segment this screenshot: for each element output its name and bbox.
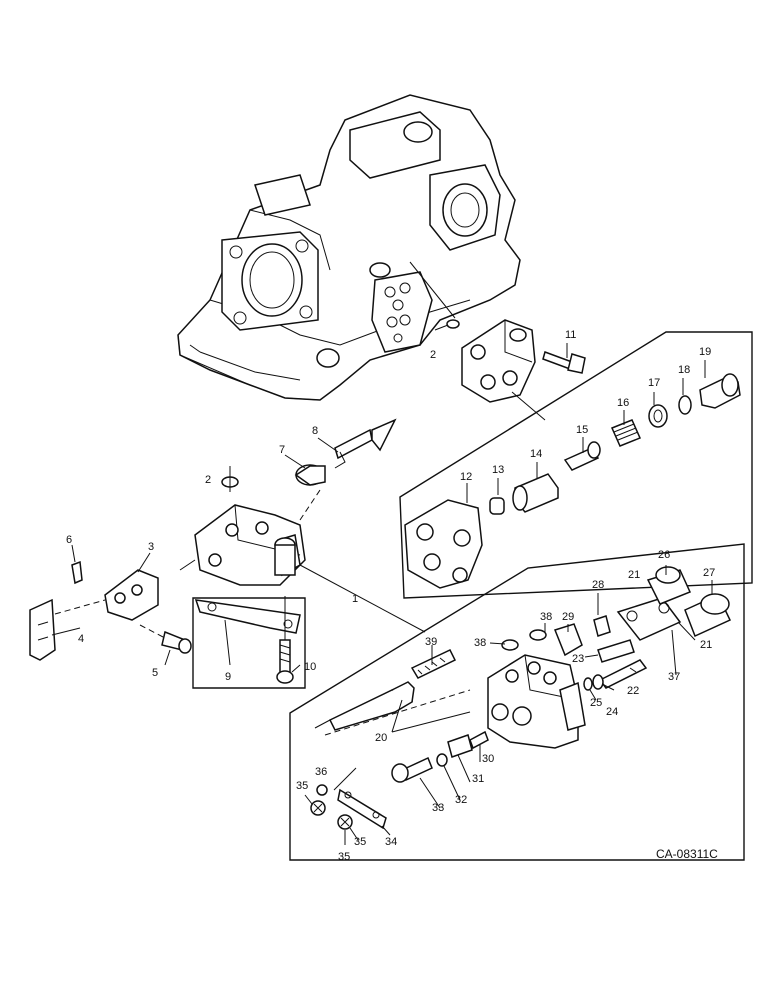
callout-15: 15 [576, 424, 588, 436]
drawing-code: CA-08311C [656, 847, 718, 861]
lower-leaders [51, 437, 713, 845]
callout-25: 25 [590, 697, 602, 709]
panel-frame-upper [399, 331, 753, 599]
callout-35-bottom: 35 [338, 851, 350, 863]
callout-37: 37 [668, 671, 680, 683]
callout-32: 32 [455, 794, 467, 806]
callout-31: 31 [472, 773, 484, 785]
callout-5: 5 [152, 667, 158, 679]
inset-frame-9 [192, 597, 306, 689]
callout-23: 23 [572, 653, 584, 665]
callout-1: 1 [352, 593, 358, 605]
callout-17: 17 [648, 377, 660, 389]
callout-21-bottom: 21 [700, 639, 712, 651]
callout-35-left: 35 [296, 780, 308, 792]
upper-panel-parts [404, 373, 741, 589]
callout-8: 8 [312, 425, 318, 437]
callout-16: 16 [617, 397, 629, 409]
lower-panel-parts [310, 566, 732, 830]
callout-20: 20 [375, 732, 387, 744]
o-ring-2-upper [446, 319, 460, 329]
callout-2-left: 2 [205, 474, 211, 486]
plate-9-and-bolt-10 [194, 537, 301, 684]
control-valve-left [29, 418, 397, 661]
callout-4: 4 [78, 633, 84, 645]
callout-28: 28 [592, 579, 604, 591]
callout-38-right: 38 [540, 611, 552, 623]
callout-12: 12 [460, 471, 472, 483]
panel-frame-lower [289, 543, 745, 861]
bolt-11 [542, 351, 586, 374]
callout-27: 27 [703, 567, 715, 579]
callout-6: 6 [66, 534, 72, 546]
callout-39: 39 [425, 636, 437, 648]
callout-10: 10 [304, 661, 316, 673]
callout-34: 34 [385, 836, 397, 848]
callout-24: 24 [606, 706, 618, 718]
main-housing [177, 94, 521, 401]
callout-38-left: 38 [474, 637, 486, 649]
callout-11: 11 [565, 329, 576, 341]
upper-leaders [466, 343, 706, 503]
callout-7: 7 [279, 444, 285, 456]
callout-18: 18 [678, 364, 690, 376]
callout-35-mid: 35 [354, 836, 366, 848]
callout-19: 19 [699, 346, 711, 358]
callout-30: 30 [482, 753, 494, 765]
callout-26: 26 [658, 549, 670, 561]
callout-3: 3 [148, 541, 154, 553]
callout-labels: 11 2 19 18 17 16 15 14 13 12 8 7 2 3 6 1… [66, 329, 718, 863]
callout-33: 33 [432, 802, 444, 814]
callout-14: 14 [530, 448, 542, 460]
relief-valve-body [461, 319, 536, 403]
callout-21-top: 21 [628, 569, 640, 581]
callout-22: 22 [627, 685, 639, 697]
callout-13: 13 [492, 464, 504, 476]
callout-29: 29 [562, 611, 574, 623]
callout-9: 9 [225, 671, 231, 683]
callout-2-upper: 2 [430, 349, 436, 361]
callout-36: 36 [315, 766, 327, 778]
